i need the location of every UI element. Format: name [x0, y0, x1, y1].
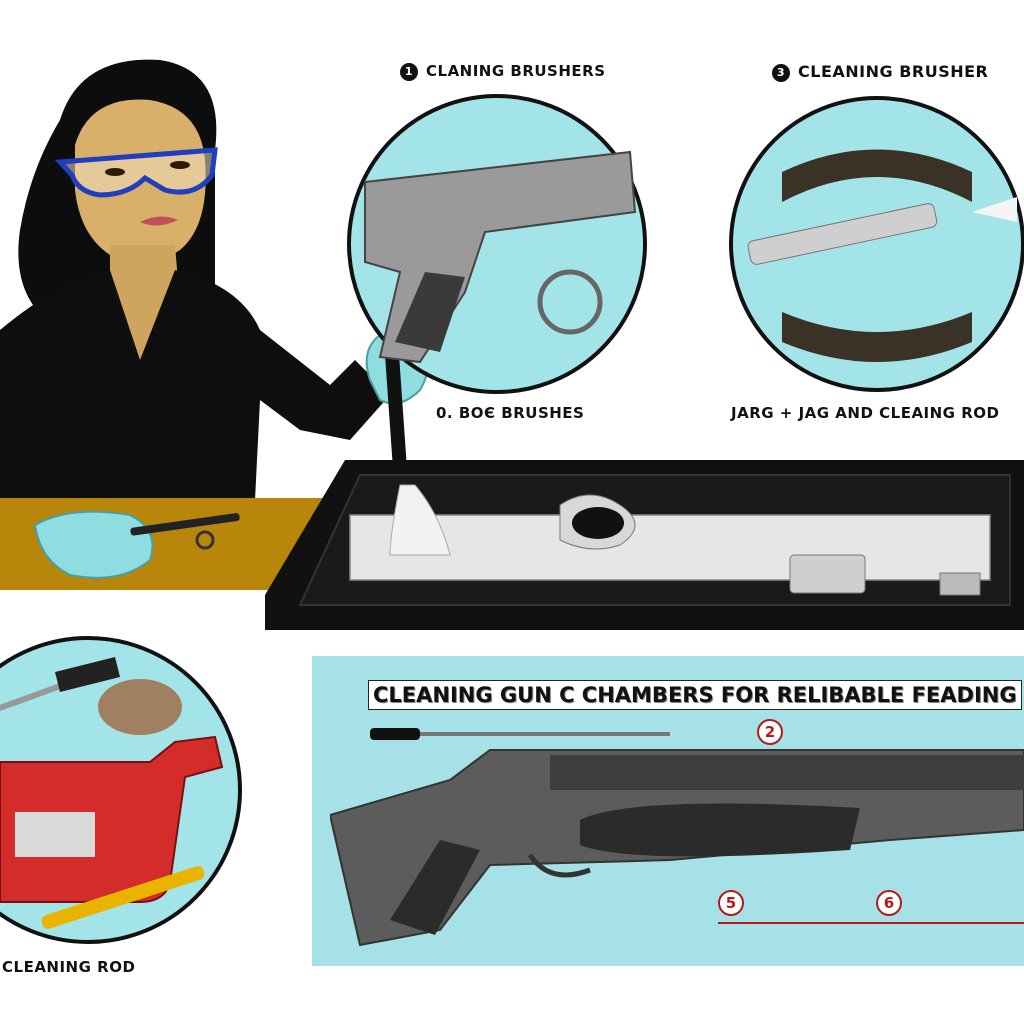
label-jag-rod: JARG + JAG AND CLEAING ROD: [731, 404, 1000, 422]
label-cleaning-rod: CLEANING ROD: [2, 958, 136, 976]
label-cleaning-brushers: 1 CLANING BRUSHERS: [400, 62, 606, 81]
cleaning-brusher-text: CLEANING BRUSHER: [798, 62, 989, 81]
cleaning-brushers-text: CLANING BRUSHERS: [426, 62, 606, 80]
technician-illustration: [0, 59, 390, 560]
step-number-1: 1: [400, 62, 418, 81]
step-number-0: 0.: [436, 404, 454, 422]
callout-5: 5: [718, 890, 744, 916]
callout-line: [718, 922, 1024, 924]
cleaning-tray: [265, 460, 1024, 630]
pistol-icon: [364, 150, 637, 364]
callout-6: 6: [876, 890, 902, 916]
brush-detail-circle: [729, 96, 1024, 392]
gloved-hand-left: [33, 510, 240, 579]
supplies-detail-circle: [0, 636, 242, 944]
callout-2: 2: [757, 719, 783, 745]
pistol-detail-circle: [347, 94, 647, 394]
banner-title: CLEANING GUN C CHAMBERS FOR RELIBABLE FE…: [368, 680, 1022, 710]
step-number-3: 3: [772, 63, 790, 82]
label-bore-brushes: 0. BOЄ BRUSHES: [436, 404, 584, 422]
label-cleaning-brusher: 3 CLEANING BRUSHER: [772, 62, 988, 82]
safety-glasses-icon: [54, 147, 218, 198]
solvent-bottle-icon: [0, 735, 224, 903]
rifle-icon: [330, 728, 1024, 947]
bore-brushes-text: BOЄ BRUSHES: [458, 404, 585, 422]
